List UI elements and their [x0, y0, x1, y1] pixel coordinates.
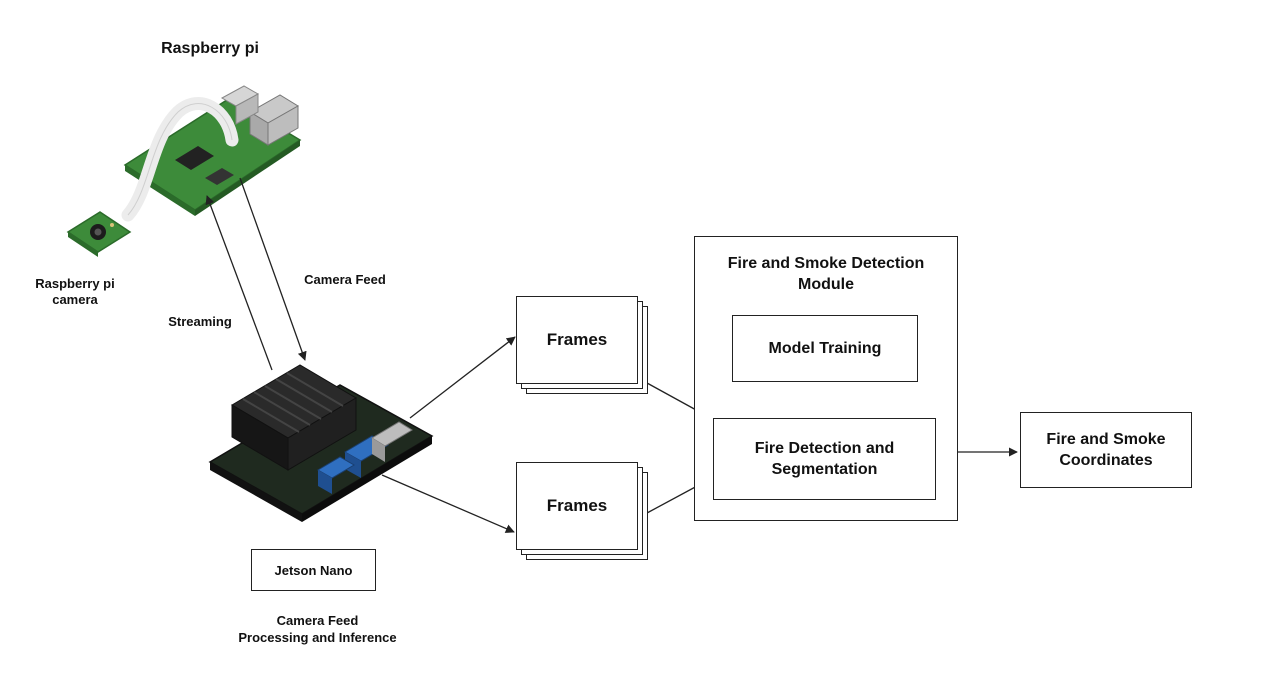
raspberry-pi-camera-image	[66, 211, 132, 257]
module-title-line1: Fire and Smoke Detection	[727, 255, 925, 272]
fire-smoke-coordinates-box: Fire and Smoke Coordinates	[1020, 412, 1192, 488]
output-line2: Coordinates	[1059, 452, 1153, 469]
module-title-line2: Module	[798, 276, 854, 293]
jetson-to-frames-top-arrow	[409, 336, 516, 419]
jetson-caption-line2: Processing and Inference	[238, 630, 397, 645]
fire-detection-box: Fire Detection and Segmentation	[713, 418, 936, 500]
camera-label-line2: camera	[52, 292, 98, 307]
output-line1: Fire and Smoke	[1046, 431, 1166, 448]
detection-line2: Segmentation	[771, 461, 878, 478]
camera-label-line1: Raspberry pi	[35, 276, 115, 291]
module-title: Fire and Smoke Detection Module	[728, 253, 925, 295]
raspberry-pi-camera-label: Raspberry pi camera	[20, 276, 130, 308]
camera-feed-arrow	[239, 177, 307, 361]
detection-line1: Fire Detection and	[754, 440, 895, 457]
jetson-nano-image	[208, 364, 434, 522]
jetson-caption: Camera Feed Processing and Inference	[205, 612, 430, 646]
frames-top-box: Frames	[516, 296, 638, 384]
streaming-arrow	[205, 195, 273, 371]
jetson-nano-box: Jetson Nano	[251, 549, 376, 591]
model-training-box: Model Training	[732, 315, 918, 382]
raspberry-pi-title: Raspberry pi	[161, 40, 259, 57]
camera-feed-label: Camera Feed	[304, 272, 386, 287]
jetson-caption-line1: Camera Feed	[276, 613, 359, 628]
raspberry-pi-board-image	[121, 85, 302, 222]
frames-bottom-box: Frames	[516, 462, 638, 550]
jetson-to-frames-bottom-arrow	[381, 474, 515, 533]
streaming-label: Streaming	[168, 314, 232, 329]
